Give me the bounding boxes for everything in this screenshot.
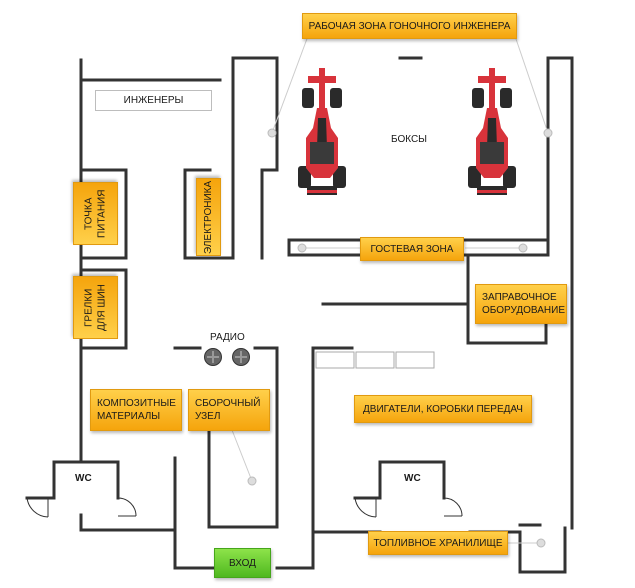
tire-warmers-label: ГРЕЛКИ ДЛЯ ШИН (73, 276, 118, 339)
engines-gearboxes-label: ДВИГАТЕЛИ, КОРОБКИ ПЕРЕДАЧ (354, 395, 532, 423)
radio-vent-icon (232, 348, 250, 366)
composite-materials-label: КОМПОЗИТНЫЕ МАТЕРИАЛЫ (90, 389, 182, 431)
race-car-icon (468, 68, 516, 195)
boxes-label: БОКСЫ (391, 134, 428, 145)
wc-left-label: WC (75, 473, 92, 484)
guest-zone-label: ГОСТЕВАЯ ЗОНА (360, 237, 464, 261)
power-point-label: ТОЧКА ПИТАНИЯ (73, 182, 118, 245)
assembly-unit-label: СБОРОЧНЫЙ УЗЕЛ (188, 389, 270, 431)
electronics-label: ЭЛЕКТРОНИКА (196, 178, 221, 256)
radio-vent-icon (204, 348, 222, 366)
fuel-storage-label: ТОПЛИВНОЕ ХРАНИЛИЩЕ (368, 531, 508, 555)
radio-label: РАДИО (210, 332, 245, 343)
refuel-equipment-label: ЗАПРАВОЧНОЕ ОБОРУДОВАНИЕ (475, 284, 567, 324)
engineer-zone-label: РАБОЧАЯ ЗОНА ГОНОЧНОГО ИНЖЕНЕРА (302, 13, 517, 39)
entrance-label: ВХОД (214, 548, 271, 578)
wc-right-label: WC (404, 473, 421, 484)
engineers-label: ИНЖЕНЕРЫ (95, 90, 212, 111)
race-car-icon (298, 68, 346, 195)
